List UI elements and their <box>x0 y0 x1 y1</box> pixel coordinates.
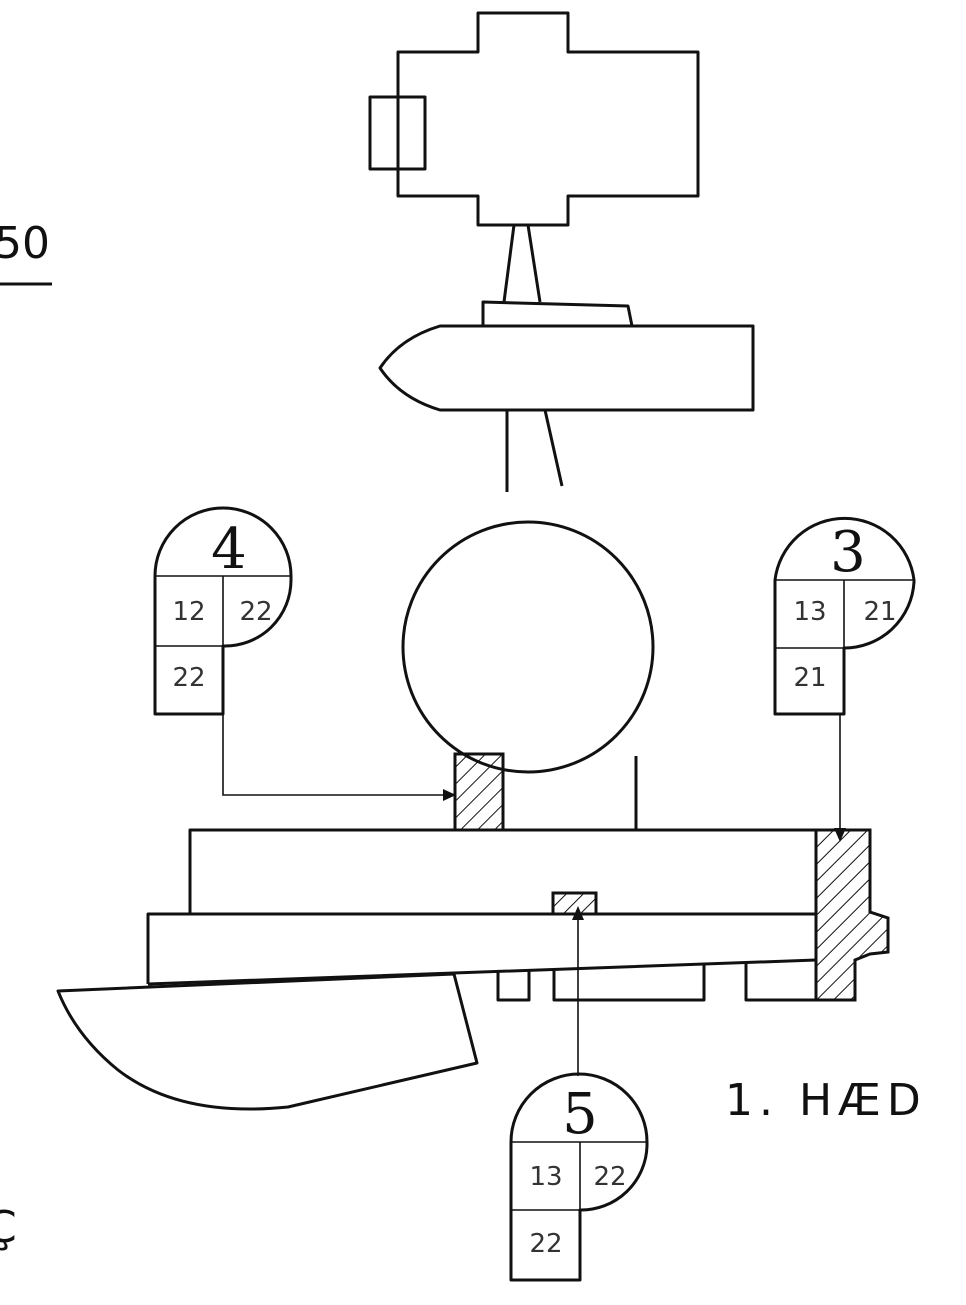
leader-3-arrowhead <box>834 828 846 842</box>
hatched-area-5 <box>551 891 598 916</box>
leader-5-arrowhead <box>572 906 584 920</box>
callout-4: 4 12 22 22 <box>153 506 293 716</box>
callout-3-cell-top-left: 13 <box>793 597 826 627</box>
margin-fragment: Ç <box>0 1202 17 1253</box>
upper-platform <box>481 300 634 327</box>
lower-connector <box>505 409 564 492</box>
floor-label: 1. HÆD <box>725 1075 927 1126</box>
callout-5-number: 5 <box>562 1082 598 1147</box>
callout-5-cell-bottom: 22 <box>529 1229 562 1259</box>
callout-4-cell-bottom: 22 <box>172 663 205 693</box>
callout-5-cell-top-left: 13 <box>529 1162 562 1192</box>
circle-supports <box>501 756 638 830</box>
top-building-outline <box>396 11 700 227</box>
callout-5: 5 13 22 22 <box>509 1072 649 1282</box>
leader-4 <box>222 714 448 796</box>
callout-4-number: 4 <box>211 517 247 582</box>
scale-fragment: 50 <box>0 218 50 269</box>
hatched-area-3 <box>814 828 890 1002</box>
bottom-foot-2 <box>552 963 706 1002</box>
callout-3-number: 3 <box>830 520 866 585</box>
top-building-annex <box>368 95 427 171</box>
main-upper-block <box>188 828 870 914</box>
bottom-foot-1 <box>496 969 531 1002</box>
callout-3-cell-top-right: 21 <box>863 597 896 627</box>
callout-5-cell-top-right: 22 <box>593 1162 626 1192</box>
callout-4-cell-top-left: 12 <box>172 597 205 627</box>
callout-3-cell-bottom: 21 <box>793 663 826 693</box>
hatched-area-4 <box>453 752 505 832</box>
curved-wedge-wing <box>56 972 479 1111</box>
callout-3: 3 13 21 21 <box>773 516 916 716</box>
round-building <box>401 520 655 774</box>
bullet-wing <box>378 324 755 412</box>
upper-connector <box>502 224 542 303</box>
bottom-foot-3 <box>744 962 816 1002</box>
main-lower-block <box>146 912 817 986</box>
callout-4-cell-top-right: 22 <box>239 597 272 627</box>
leader-4-arrowhead <box>443 789 456 801</box>
